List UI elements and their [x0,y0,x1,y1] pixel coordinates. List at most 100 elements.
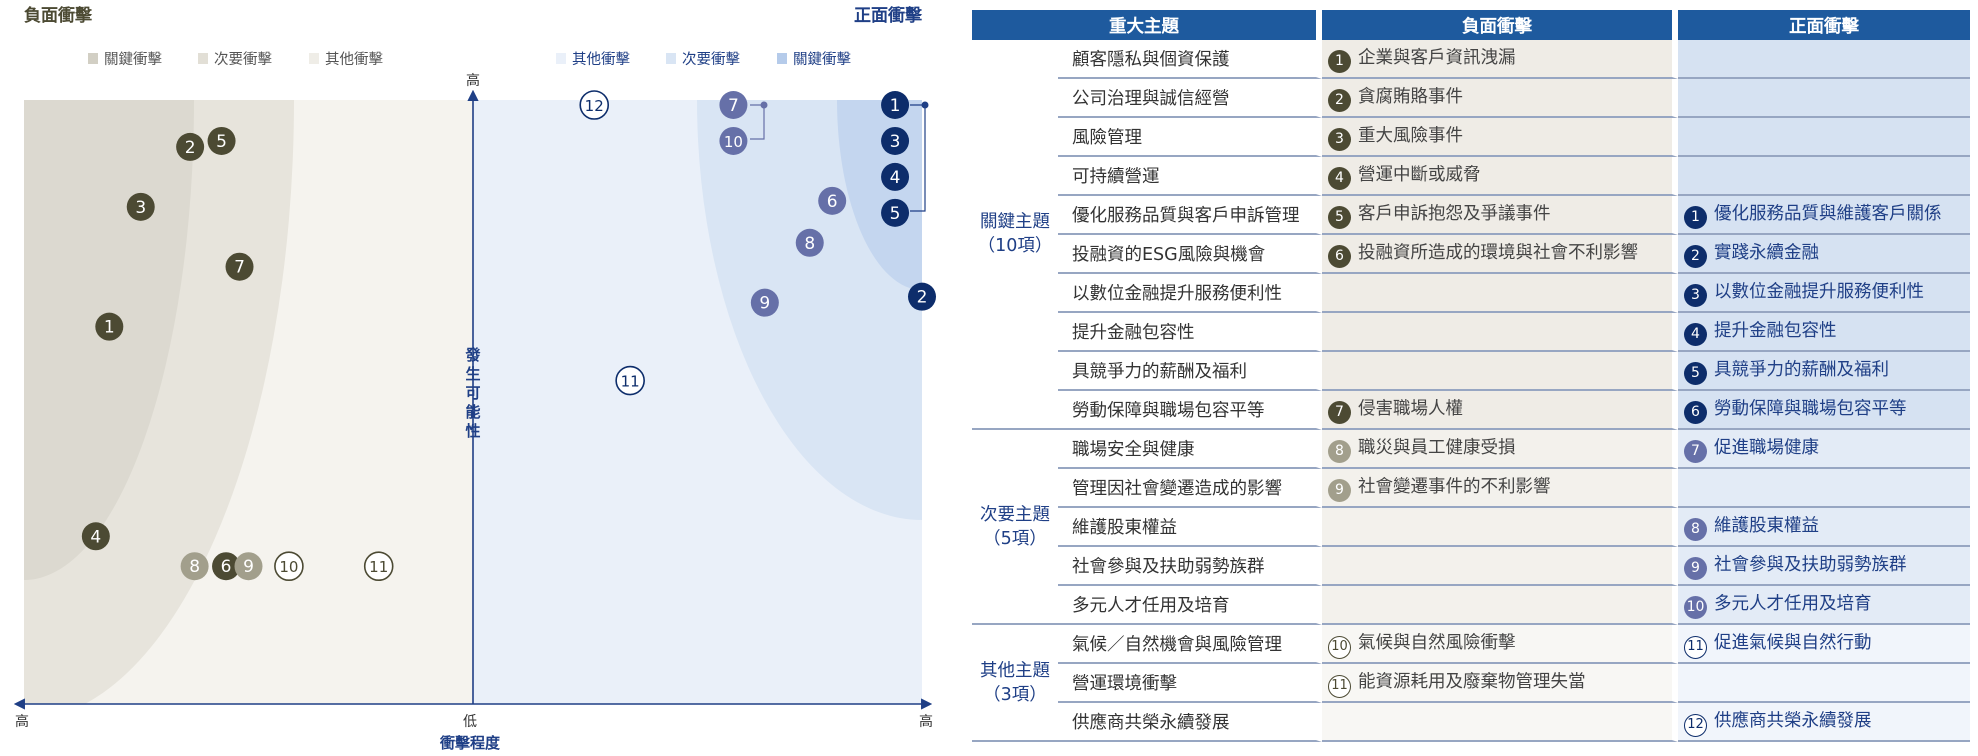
neg-impact-text: 氣候與自然風險衝擊 [1358,632,1516,653]
neg-number-badge: 11 [1328,674,1351,698]
positive-point-8 [795,228,824,257]
header-negative-impact: 負面衝擊 [1322,10,1678,40]
negative-impact-cell [1322,547,1678,586]
pos-number-badge: 7 [1684,440,1707,463]
legend-swatch-neg-minor [198,53,208,64]
neg-number-badge: 6 [1328,245,1351,268]
neg-impact-text: 企業與客戶資訊洩漏 [1358,48,1516,68]
positive-point-label: 12 [585,97,604,115]
topic-name: 具競爭力的薪酬及福利 [1058,352,1322,391]
topic-name: 顧客隱私與個資保護 [1058,40,1322,79]
positive-impact-cell [1678,79,1970,118]
neg-number-badge: 1 [1328,50,1351,73]
bracket-dot [760,101,768,109]
negative-point-label: 10 [279,558,298,576]
neg-impact-text: 投融資所造成的環境與社會不利影響 [1358,243,1638,263]
positive-impact-cell [1678,157,1970,196]
negative-impact-cell [1322,508,1678,547]
topic-name: 職場安全與健康 [1058,430,1322,469]
pos-number-badge: 10 [1684,596,1707,619]
group-count: （5項） [983,528,1047,549]
negative-point-label: 7 [234,258,245,278]
neg-impact-text: 客戶申訴抱怨及爭議事件 [1358,204,1551,224]
negative-point-label: 6 [221,557,232,577]
topic-name: 供應商共榮永續發展 [1058,703,1322,742]
pos-number-badge: 8 [1684,518,1707,541]
topic-name: 可持續營運 [1058,157,1322,196]
negative-point-label: 4 [90,527,101,547]
negative-point-label: 2 [185,138,196,158]
neg-number-badge: 5 [1328,206,1351,229]
neg-number-badge: 7 [1328,401,1351,424]
pos-impact-text: 多元人才任用及培育 [1714,594,1872,614]
positive-point-label: 8 [804,234,815,254]
positive-point-label: 1 [890,96,901,116]
positive-point-label: 7 [728,96,739,116]
negative-point-label: 9 [243,557,254,577]
legend-label: 次要衝擊 [682,50,740,68]
header-material-topics: 重大主題 [972,10,1322,40]
pos-number-badge: 4 [1684,323,1707,346]
negative-impact-cell: 1 企業與客戶資訊洩漏 [1322,40,1678,79]
pos-number-badge: 2 [1684,245,1707,268]
negative-impact-cell [1322,703,1678,742]
topic-name: 勞動保障與職場包容平等 [1058,391,1322,430]
negative-impact-cell: 6 投融資所造成的環境與社會不利影響 [1322,235,1678,274]
neg-number-badge: 9 [1328,479,1351,502]
neg-impact-text: 職災與員工健康受損 [1358,438,1516,458]
y-axis-high-label: 高 [466,72,480,89]
table-row: 次要主題（5項）職場安全與健康 8 職災與員工健康受損 7 促進職場健康 [972,430,1970,625]
positive-zone-backgrounds [473,100,922,704]
negative-point-8 [180,552,209,581]
topic-name: 管理因社會變遷造成的影響 [1058,469,1322,508]
positive-impact-cell [1678,469,1970,508]
pos-number-badge: 3 [1684,284,1707,307]
pos-number-badge: 1 [1684,206,1707,229]
neg-impact-text: 社會變遷事件的不利影響 [1358,477,1551,497]
positive-impact-title: 正面衝擊 [854,5,923,26]
positive-point-10 [719,126,748,155]
header-positive-impact: 正面衝擊 [1678,10,1970,40]
positive-impact-cell: 4 提升金融包容性 [1678,313,1970,352]
topic-name: 氣候／自然機會與風險管理 [1058,625,1322,664]
negative-point-label: 11 [369,558,388,576]
group-name: 關鍵主題 [980,212,1050,232]
positive-legend: 其他衝擊 次要衝擊 關鍵衝擊 [556,50,851,68]
positive-impact-cell: 7 促進職場健康 [1678,430,1970,469]
bracket-connectors [750,101,929,212]
positive-point-label: 2 [917,288,928,308]
positive-point-label: 9 [759,294,770,314]
pos-impact-text: 促進氣候與自然行動 [1714,632,1872,653]
legend-swatch-pos-other [556,53,566,64]
negative-point-label: 5 [216,132,227,152]
topic-name: 優化服務品質與客戶申訴管理 [1058,196,1322,235]
topic-group-label: 其他主題（3項） [972,625,1058,742]
pos-impact-text: 促進職場健康 [1714,438,1819,458]
negative-point-11 [363,551,394,582]
topic-name: 公司治理與誠信經營 [1058,79,1322,118]
negative-zone-backgrounds [24,100,473,704]
neg-impact-text: 重大風險事件 [1358,126,1463,146]
positive-point-4 [881,162,910,191]
topic-group-label: 次要主題（5項） [972,430,1058,625]
pos-impact-text: 提升金融包容性 [1714,321,1837,341]
